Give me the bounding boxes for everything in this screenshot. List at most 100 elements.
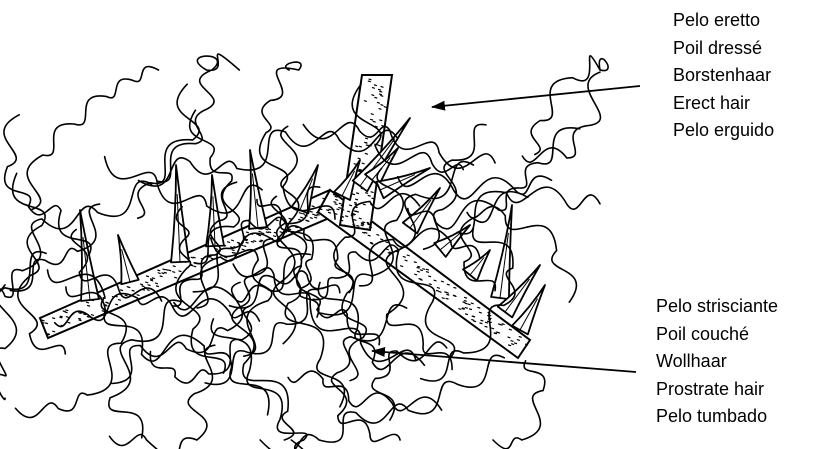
erect-hair-label-it: Pelo eretto [673,7,774,35]
bark-dot [280,232,282,233]
bark-dot [478,307,480,308]
bark-dot [471,303,473,304]
bark-dot [419,279,421,280]
bark-dot [175,277,177,278]
bark-dot [231,240,233,241]
bark-dot [446,298,448,299]
bark-dot [465,303,467,304]
bark-dot [363,204,365,205]
bark-dot [374,85,376,86]
bark-dot [492,328,494,329]
bark-dot [312,206,314,207]
bark-dot [164,272,166,273]
erect-hair-label-en: Erect hair [673,90,774,118]
bark-dot [53,331,55,332]
bark-dot [245,240,247,241]
bark-dot [68,322,70,323]
bark-dot [427,269,429,270]
bark-dot [266,229,268,230]
bark-dot [377,235,379,236]
bark-dot [447,294,449,295]
bark-dot [511,341,513,342]
bark-dot [116,304,118,305]
bark-dot [342,209,344,210]
bark-dot [426,272,428,273]
bark-dot [79,320,81,321]
bark-dot [381,96,383,97]
bark-dot [246,239,248,240]
bark-dot [242,249,244,250]
bark-dot [354,220,356,221]
bark-dot [379,94,381,95]
bark-dot [415,274,417,275]
bark-dot [367,223,369,224]
bark-dot [365,233,367,234]
bark-dot [166,270,168,271]
bark-dot [341,216,343,217]
bark-dot [65,312,67,313]
bark-dot [148,285,150,286]
bark-dot [359,146,361,147]
bark-dot [453,295,455,296]
bark-dot [462,309,464,310]
bark-dot [463,302,465,303]
bark-dot [232,250,234,251]
bark-dot [369,227,371,228]
bark-dot [381,239,383,240]
bark-dot [301,217,303,218]
bark-dot [42,322,44,323]
bark-dot [384,107,386,108]
bark-dot [494,333,496,334]
bark-dot [512,344,514,345]
bark-dot [388,253,390,254]
bark-dot [361,225,363,226]
bark-dot [339,203,341,204]
bark-dot [472,316,474,317]
bark-dot [372,88,374,89]
bark-dot [366,193,368,194]
bark-dot [434,280,436,281]
bark-dot [369,79,371,80]
bark-dot [147,290,149,291]
bark-dot [423,269,425,270]
prostrate-hair-label-es: Pelo tumbado [656,403,778,431]
bark-dot [357,193,359,194]
bark-dot [474,321,476,322]
bark-dot [155,283,157,284]
wool-hair-strand [313,245,454,359]
bark-dot [66,317,68,318]
bark-dot [515,343,517,344]
bark-dot [266,232,268,233]
bark-dot [470,309,472,310]
bark-dot [146,282,148,283]
bark-dot [519,337,521,338]
bark-dot [498,332,500,333]
bark-dot [389,252,391,253]
bark-dot [268,229,270,230]
bark-dot [289,218,291,219]
prostrate-hair-label-de: Wollhaar [656,348,778,376]
bark-dot [125,295,127,296]
bark-dot [269,232,271,233]
bark-dot [259,241,261,242]
bark-dot [366,138,368,139]
bark-dot [445,292,447,293]
bark-dot [238,243,240,244]
bark-dot [306,220,308,221]
bark-dot [60,316,62,317]
bark-dot [373,121,375,122]
bark-dot [274,236,276,237]
bark-dot [329,212,331,213]
bark-dot [232,253,234,254]
bark-dot [380,120,382,121]
wool-hair-strand [522,72,600,162]
bark-dot [417,271,419,272]
bark-dot [335,204,337,205]
bark-dot [336,200,338,201]
bark-dot [379,109,381,110]
bark-dot [276,220,278,221]
bark-dot [337,209,339,210]
erect-hair-label-de: Borstenhaar [673,62,774,90]
bark-dot [299,220,301,221]
bark-dot [341,220,343,221]
